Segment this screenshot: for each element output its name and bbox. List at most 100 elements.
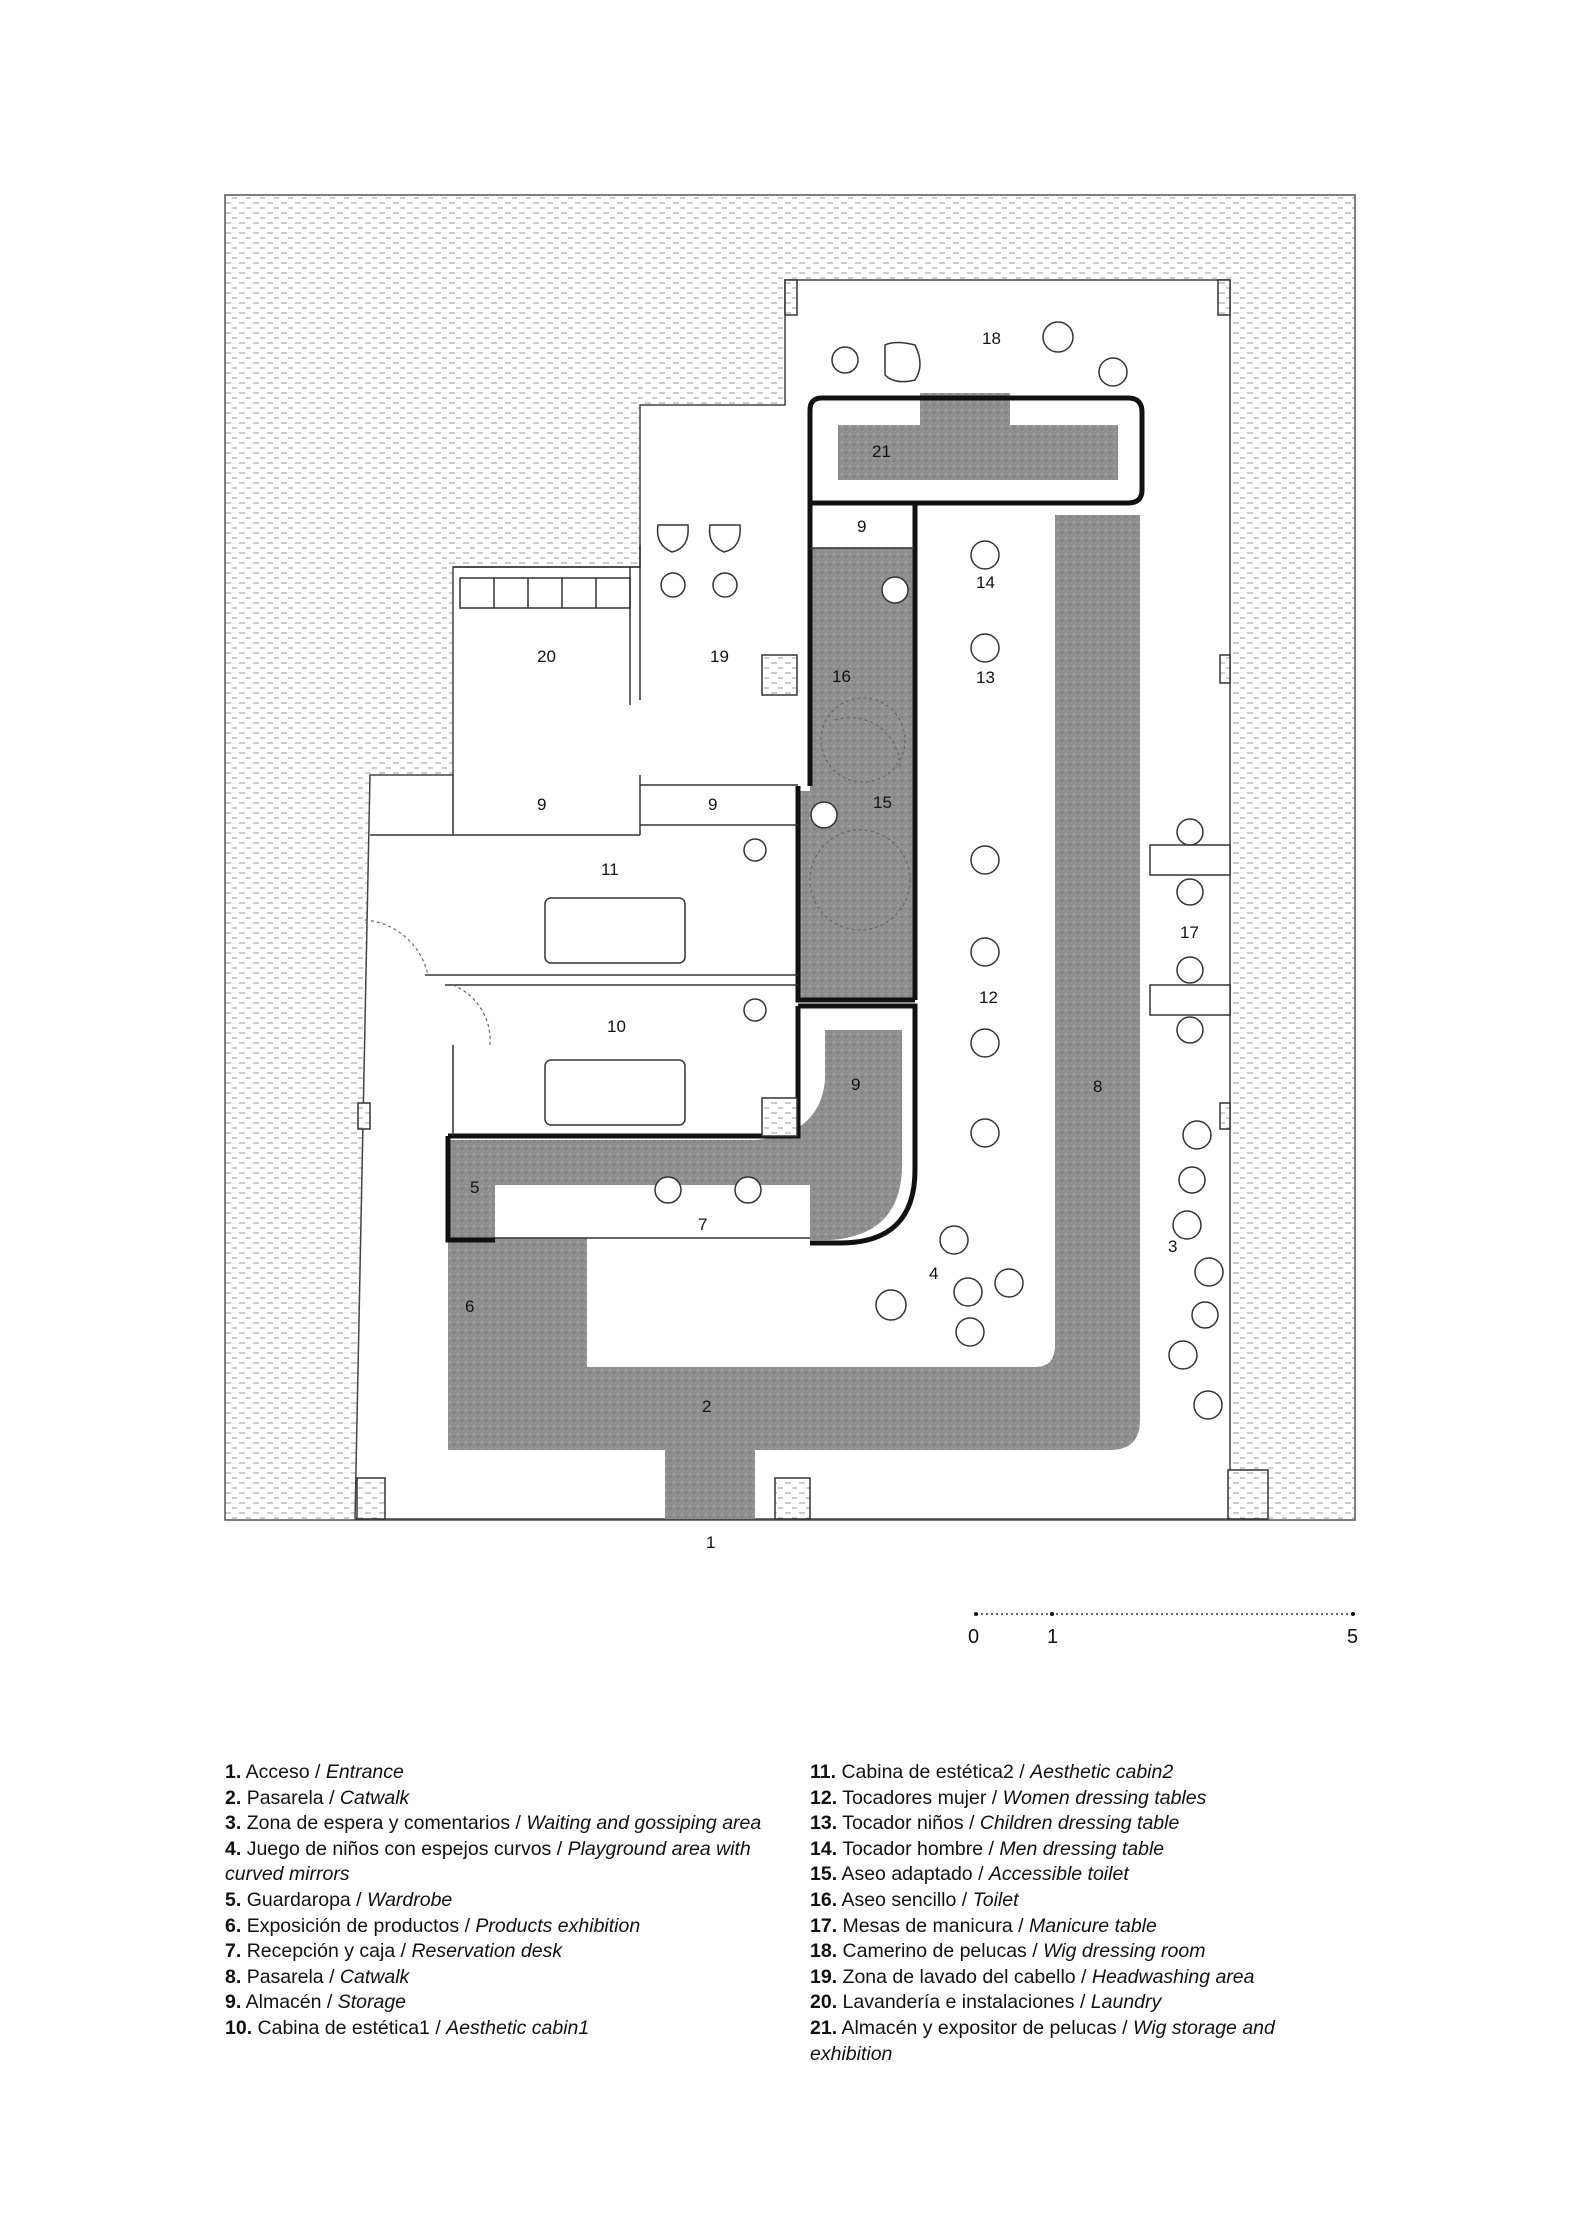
legend-item-english: Products exhibition	[475, 1914, 641, 1937]
legend-item-spanish: Pasarela /	[246, 1965, 335, 1988]
manicure-table-2	[1149, 984, 1231, 1016]
wall-wig-storage	[807, 395, 1145, 506]
legend-item-spanish: Tocador niños /	[842, 1812, 975, 1835]
legend-item: 15. Aseo adaptado / Accessible toilet	[810, 1862, 1355, 1888]
legend-item: 18. Camerino de pelucas / Wig dressing r…	[810, 1939, 1355, 1965]
wall-toilets	[795, 503, 918, 1003]
legend-item-spanish: Camerino de pelucas /	[842, 1940, 1038, 1963]
room-label-5: 5	[470, 1178, 479, 1197]
legend-item-spanish: Almacén y expositor de pelucas /	[841, 2016, 1128, 2039]
legend-item-english: Toilet	[972, 1888, 1019, 1911]
room-label-16: 16	[832, 667, 851, 686]
legend-item-spanish: Exposición de productos /	[246, 1914, 470, 1937]
legend-column-2: 11. Cabina de estética2 / Aesthetic cabi…	[810, 1760, 1355, 2067]
legend-item-number: 9.	[225, 1991, 242, 2014]
legend-item-english: Manicure table	[1028, 1914, 1157, 1937]
thin-partitions	[370, 545, 915, 1239]
legend-item-number: 15.	[810, 1863, 838, 1886]
legend-item: 10. Cabina de estética1 / Aesthetic cabi…	[225, 2016, 780, 2042]
legend-item-spanish: Mesas de manicura /	[842, 1914, 1024, 1937]
legend-item-number: 5.	[225, 1888, 242, 1911]
legend-item-spanish: Tocador hombre /	[842, 1837, 994, 1860]
wall-cabin	[448, 1006, 801, 1139]
legend-item: 6. Exposición de productos / Products ex…	[225, 1914, 780, 1940]
legend-item-english: Headwashing area	[1091, 1965, 1255, 1988]
room-label-20: 20	[537, 647, 556, 666]
headwash-chairs	[656, 341, 921, 598]
legend-item: 17. Mesas de manicura / Manicure table	[810, 1914, 1355, 1940]
legend-item-number: 10.	[225, 2016, 253, 2039]
room-label-21: 21	[872, 442, 891, 461]
cabin-10-bed	[544, 1059, 686, 1126]
room-label-9b: 9	[537, 795, 546, 814]
legend-item-english: Aesthetic cabin2	[1030, 1761, 1174, 1783]
room-label-2: 2	[702, 1397, 711, 1416]
legend-item: 20. Lavandería e instalaciones / Laundry	[810, 1990, 1355, 2016]
stools	[654, 321, 1224, 1420]
wall-storage-9	[798, 1003, 918, 1246]
room-label-9d: 9	[851, 1075, 860, 1094]
legend-item-number: 13.	[810, 1812, 838, 1835]
legend-item-english: Wig dressing room	[1043, 1940, 1206, 1963]
legend-item-number: 7.	[225, 1940, 242, 1963]
scale-label-1: 1	[1047, 1626, 1058, 1648]
legend-item: 5. Guardaropa / Wardrobe	[225, 1888, 780, 1914]
legend-item-english: Women dressing tables	[1002, 1786, 1207, 1809]
legend-item-spanish: Aseo adaptado /	[841, 1863, 984, 1886]
legend-item-number: 6.	[225, 1914, 242, 1937]
legend-item-spanish: Cabina de estética2 /	[841, 1761, 1025, 1783]
scale-label-0: 0	[968, 1626, 979, 1648]
legend-item: 11. Cabina de estética2 / Aesthetic cabi…	[810, 1760, 1355, 1786]
legend-item-number: 19.	[810, 1965, 838, 1988]
legend-item: 12. Tocadores mujer / Women dressing tab…	[810, 1786, 1355, 1812]
legend-item-english: Catwalk	[339, 1786, 410, 1809]
room-label-8: 8	[1093, 1077, 1102, 1096]
legend-item-spanish: Aseo sencillo /	[841, 1888, 968, 1911]
legend-item-spanish: Lavandería e instalaciones /	[842, 1991, 1086, 2014]
legend-item-spanish: Pasarela /	[246, 1786, 335, 1809]
room-label-9c: 9	[708, 795, 717, 814]
room-label-13: 13	[976, 668, 995, 687]
legend-item-number: 14.	[810, 1837, 838, 1860]
legend-item-english: Playground area with curved mirrors	[225, 1837, 751, 1886]
catwalk-area-8-inner	[495, 1030, 902, 1240]
room-label-17: 17	[1180, 923, 1199, 942]
legend-item-number: 1.	[225, 1761, 242, 1783]
legend-item-number: 20.	[810, 1991, 838, 2014]
catwalk-area-2	[448, 515, 1140, 1519]
legend-item-number: 18.	[810, 1940, 838, 1963]
legend-item: 4. Juego de niños con espejos curvos / P…	[225, 1837, 780, 1888]
room-label-11: 11	[601, 860, 619, 879]
legend-item-english: Wig storage and exhibition	[810, 2016, 1275, 2065]
legend-item-english: Entrance	[325, 1761, 404, 1783]
legend-item: 13. Tocador niños / Children dressing ta…	[810, 1811, 1355, 1837]
cabin-11-bed	[544, 897, 686, 964]
room-label-18: 18	[982, 329, 1001, 348]
room-labels: 1 2 3 4 5 6 7 8 9 9 9 9 10 11 12 13 14 1…	[465, 329, 1199, 1552]
legend-item-spanish: Zona de espera y comentarios /	[246, 1812, 521, 1835]
room-label-10: 10	[607, 1017, 626, 1036]
room-label-9a: 9	[857, 517, 866, 536]
toilet-16	[810, 548, 915, 696]
legend-item-spanish: Juego de niños con espejos curvos /	[246, 1837, 563, 1860]
wall-wardrobe	[445, 1136, 495, 1243]
legend-item-number: 4.	[225, 1837, 242, 1860]
legend-item: 7. Recepción y caja / Reservation desk	[225, 1939, 780, 1965]
legend-item-spanish: Guardaropa /	[246, 1888, 362, 1911]
corridor-15	[810, 696, 915, 791]
legend-item-spanish: Tocadores mujer /	[842, 1786, 998, 1809]
room-label-14: 14	[976, 573, 995, 592]
legend-item-number: 11.	[810, 1761, 837, 1783]
legend-item-english: Accessible toilet	[988, 1863, 1129, 1886]
room-label-3: 3	[1168, 1237, 1177, 1256]
legend-item: 16. Aseo sencillo / Toilet	[810, 1888, 1355, 1914]
scale-label-5: 5	[1347, 1626, 1358, 1648]
legend-item: 1. Acceso / Entrance	[225, 1760, 780, 1786]
room-label-12: 12	[979, 988, 998, 1007]
legend-item-english: Storage	[337, 1991, 407, 2014]
legend-item-english: Children dressing table	[979, 1812, 1180, 1835]
legend-item-number: 16.	[810, 1888, 838, 1911]
floor-plan: 1 2 3 4 5 6 7 8 9 9 9 9 10 11 12 13 14 1…	[224, 194, 1358, 1648]
legend-item-number: 12.	[810, 1786, 838, 1809]
